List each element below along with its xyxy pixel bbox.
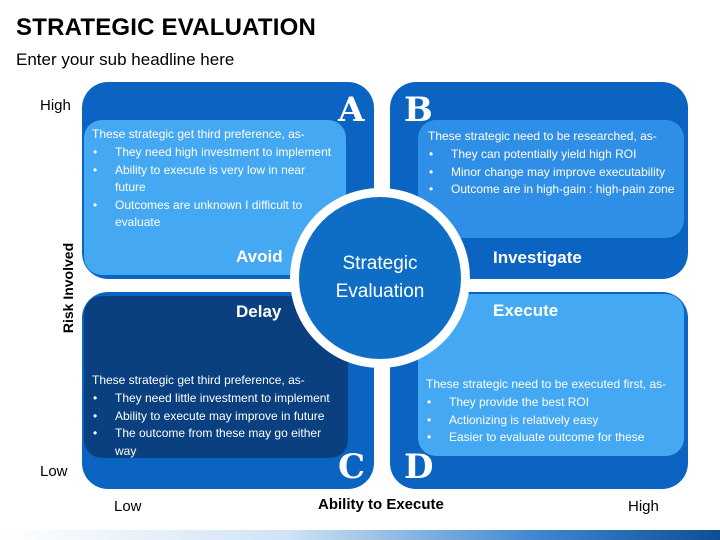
- quadrant-b-label: Investigate: [493, 248, 582, 267]
- quadrant-a-bullet: Outcomes are unknown I difficult to eval…: [93, 197, 338, 232]
- bottom-accent-bar: [0, 530, 720, 540]
- quadrant-a-bullets: They need high investment to implement A…: [92, 144, 338, 231]
- quadrant-d-bullet: Actionizing is relatively easy: [427, 412, 678, 430]
- quadrant-c-lead: These strategic get third preference, as…: [92, 373, 305, 387]
- quadrant-c-letter: C: [338, 447, 366, 487]
- quadrant-d-bullet: Easier to evaluate outcome for these: [427, 429, 678, 447]
- quadrant-a-panel: These strategic get third preference, as…: [84, 120, 346, 275]
- quadrant-c-bullets: They need little investment to implement…: [92, 390, 340, 460]
- x-axis-title: Ability to Execute: [318, 496, 444, 513]
- quadrant-a-bullet: They need high investment to implement: [93, 144, 338, 162]
- page-title: STRATEGIC EVALUATION: [16, 14, 316, 41]
- quadrant-b-lead: These strategic need to be researched, a…: [428, 129, 657, 143]
- x-axis-low-label: Low: [114, 498, 142, 515]
- quadrant-b-bullet: They can potentially yield high ROI: [429, 146, 678, 164]
- page-subtitle: Enter your sub headline here: [16, 50, 235, 69]
- quadrant-a-bullet: Ability to execute is very low in near f…: [93, 162, 338, 197]
- y-axis-high-label: High: [40, 97, 71, 114]
- quadrant-d-label: Execute: [493, 301, 559, 320]
- quadrant-c-label: Delay: [236, 302, 282, 321]
- quadrant-d-panel: These strategic need to be executed firs…: [418, 294, 684, 456]
- y-axis-title: Risk Involved: [60, 242, 76, 334]
- center-title-line1: Strategic: [342, 253, 418, 275]
- quadrant-a-letter: A: [338, 90, 365, 130]
- x-axis-high-label: High: [628, 498, 659, 515]
- quadrant-b-bullet: Minor change may improve executability: [429, 164, 678, 182]
- quadrant-d-bullets: They provide the best ROI Actionizing is…: [426, 394, 678, 447]
- quadrant-b-letter: B: [404, 90, 433, 130]
- quadrant-b-bullets: They can potentially yield high ROI Mino…: [428, 146, 678, 199]
- quadrant-d-letter: D: [404, 447, 434, 487]
- quadrant-c-bullet: They need little investment to implement: [93, 390, 340, 408]
- quadrant-b-panel: These strategic need to be researched, a…: [418, 120, 684, 238]
- y-axis-low-label: Low: [40, 463, 68, 480]
- quadrant-a-label: Avoid: [236, 247, 283, 266]
- quadrant-c-bullet: The outcome from these may go either way: [93, 425, 340, 460]
- quadrant-d-lead: These strategic need to be executed firs…: [426, 377, 667, 391]
- quadrant-c-bullet: Ability to execute may improve in future: [93, 408, 340, 426]
- quadrant-d-bullet: They provide the best ROI: [427, 394, 678, 412]
- quadrant-a-lead: These strategic get third preference, as…: [92, 127, 305, 141]
- quadrant-b-bullet: Outcome are in high-gain : high-pain zon…: [429, 181, 678, 199]
- center-circle: Strategic Evaluation: [299, 197, 461, 359]
- center-title-line2: Evaluation: [335, 281, 425, 302]
